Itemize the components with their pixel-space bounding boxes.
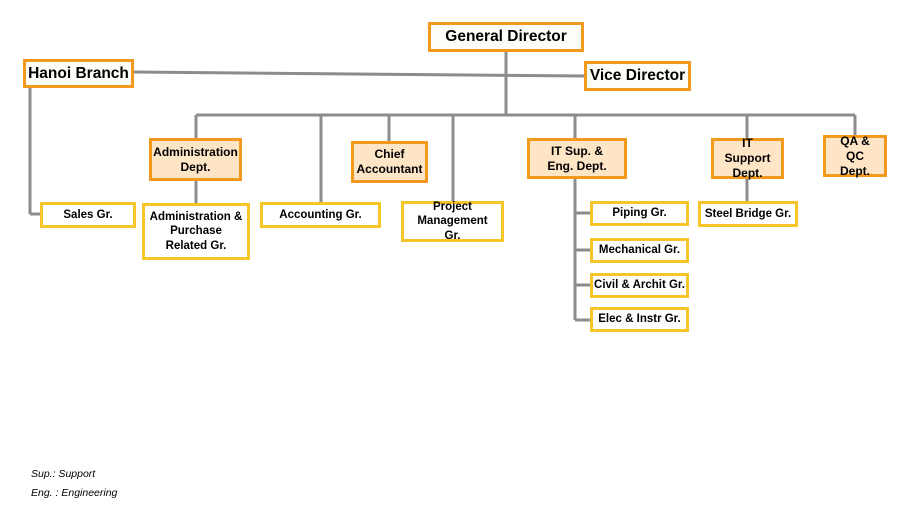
civil-archit-group-box: Civil & Archit Gr. [590,273,689,298]
note-support: Sup.: Support [31,468,96,480]
elec-instr-group-box: Elec & Instr Gr. [590,307,689,332]
it-sup-eng-dept-box: IT Sup. & Eng. Dept. [527,138,627,179]
administration-dept-box: Administration Dept. [149,138,242,181]
project-management-group-box: Project Management Gr. [401,201,504,242]
note-engineering: Eng. : Engineering [31,487,118,499]
qa-qc-dept-box: QA & QC Dept. [823,134,887,178]
mechanical-group-box: Mechanical Gr. [590,238,689,263]
accounting-group-box: Accounting Gr. [260,202,381,228]
it-support-dept-box: IT Support Dept. [711,136,784,180]
chief-accountant-box: Chief Accountant [351,141,428,183]
vice-director-box: Vice Director [584,61,691,91]
admin-purchase-group-box: Administration & Purchase Related Gr. [142,203,250,260]
general-director-box: General Director [428,22,584,52]
sales-group-box: Sales Gr. [40,202,136,228]
steel-bridge-group-box: Steel Bridge Gr. [698,201,798,227]
piping-group-box: Piping Gr. [590,201,689,226]
hanoi-branch-box: Hanoi Branch [23,59,134,88]
